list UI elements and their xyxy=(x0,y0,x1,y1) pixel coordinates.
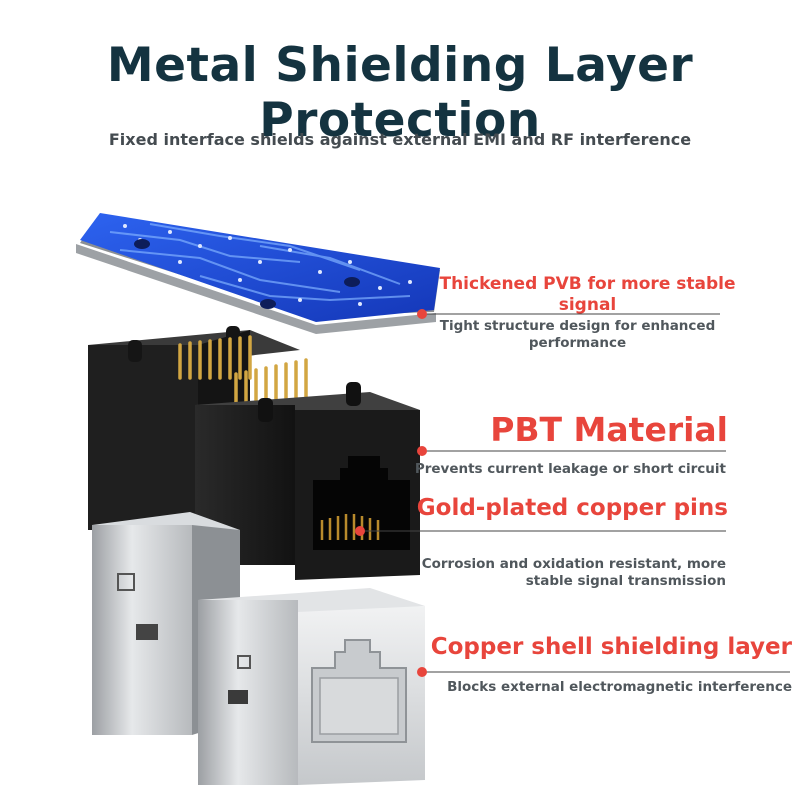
feature-pins-desc-line1: Corrosion and oxidation resistant, more xyxy=(421,556,726,572)
feature-pvb-desc: Tight structure design for enhanced perf… xyxy=(430,318,725,352)
page-subtitle: Fixed interface shields against external… xyxy=(108,130,692,149)
feature-pvb-desc-line1: Tight structure design for enhanced xyxy=(439,318,716,334)
front-housing xyxy=(195,382,420,580)
feature-pbt-heading: PBT Material xyxy=(490,410,728,449)
callout-dot-pbt xyxy=(417,446,427,456)
feature-pins-desc-line2: stable signal transmission xyxy=(525,573,726,589)
front-metal-shell xyxy=(198,588,425,785)
callout-dot-shell xyxy=(417,667,427,677)
feature-pvb-heading-line1: Thickened PVB for more stable xyxy=(439,274,736,294)
callout-dot-pvb xyxy=(417,309,427,319)
callout-dot-pins xyxy=(355,526,365,536)
feature-pvb-desc-line2: performance xyxy=(528,335,627,351)
feature-pvb: Thickened PVB for more stable signal xyxy=(430,274,745,316)
feature-pvb-heading-line2: signal xyxy=(558,295,617,315)
feature-shell-desc: Blocks external electromagnetic interfer… xyxy=(447,679,792,695)
page-title: Metal Shielding Layer Protection xyxy=(106,38,694,148)
feature-pins-desc: Corrosion and oxidation resistant, more … xyxy=(422,556,726,590)
pcb-board xyxy=(76,213,440,334)
callouts xyxy=(355,309,790,677)
feature-pbt-desc: Prevents current leakage or short circui… xyxy=(414,461,726,477)
feature-shell-heading: Copper shell shielding layer xyxy=(430,634,792,660)
feature-pins-heading: Gold-plated copper pins xyxy=(416,495,728,521)
